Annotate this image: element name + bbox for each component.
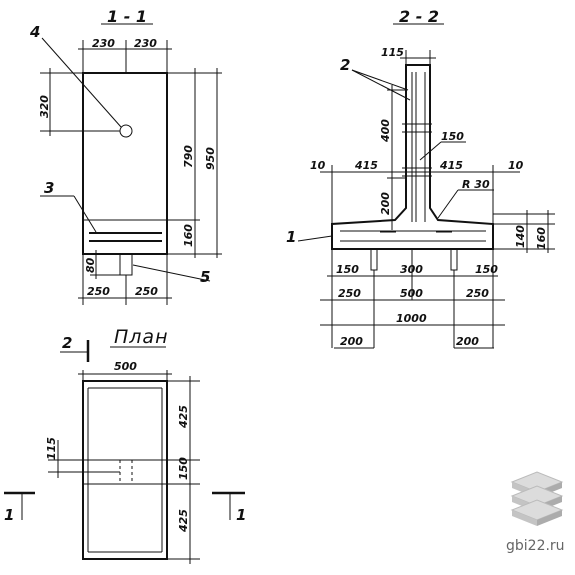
dim-1000: 1000: [396, 312, 427, 325]
dim-10-right: 10: [508, 159, 524, 172]
plan-dim-425-top: 425: [177, 405, 190, 429]
dim-790: 790: [182, 145, 195, 168]
lifting-hole: [119, 124, 133, 138]
dim-415-right: 415: [439, 159, 463, 172]
plan-dim-500: 500: [114, 360, 137, 373]
dim-115: 115: [381, 46, 404, 59]
dim-150-left: 150: [336, 263, 359, 276]
callout-3: 3: [44, 179, 54, 197]
plan-outline: [82, 380, 168, 560]
callout-2: 2: [340, 56, 350, 74]
dim-top-left: 230: [92, 37, 115, 50]
dim-160: 160: [182, 224, 195, 247]
plan-cut-right: 1: [236, 506, 246, 524]
watermark-text: gbi22.ru: [506, 538, 565, 554]
plan-cut-left: 1: [4, 506, 14, 524]
dim-250-left: 250: [338, 287, 361, 300]
plan-dim-150: 150: [177, 457, 190, 480]
section-1-1: 1 - 1 230 230 320 790 950 160: [29, 7, 222, 305]
dim-200-vertical: 200: [379, 192, 392, 215]
dim-500: 500: [400, 287, 423, 300]
dim-150-stem: 150: [441, 130, 464, 143]
section-2-2-title: 2 - 2: [399, 7, 439, 26]
dim-140: 140: [514, 225, 527, 248]
plan-title: План: [114, 326, 169, 348]
dim-160-right: 160: [535, 227, 548, 250]
stacked-slabs-icon: [510, 471, 564, 526]
section-1-1-title: 1 - 1: [107, 7, 147, 26]
plan-section-mark: 2: [62, 334, 72, 352]
callout-4: 4: [29, 23, 40, 41]
dim-400: 400: [379, 119, 392, 143]
dim-200-bottom-left: 200: [340, 335, 363, 348]
callout-1: 1: [286, 228, 296, 246]
dim-80: 80: [84, 257, 97, 273]
dim-top-right: 230: [134, 37, 157, 50]
dim-300: 300: [400, 263, 423, 276]
dim-150-right: 150: [475, 263, 498, 276]
dim-bottom-right: 250: [135, 285, 158, 298]
dim-r30: R 30: [462, 178, 490, 191]
dim-250-right: 250: [466, 287, 489, 300]
dim-950: 950: [204, 147, 217, 170]
dim-10-left: 10: [310, 159, 326, 172]
plan-view: План 2 500 425 150 425 115: [4, 326, 246, 564]
callout-5: 5: [200, 268, 210, 286]
dim-bottom-left: 250: [87, 285, 110, 298]
dim-415-left: 415: [354, 159, 378, 172]
plan-dim-425-bottom: 425: [177, 509, 190, 533]
dim-200-bottom-right: 200: [456, 335, 479, 348]
plan-dim-115: 115: [45, 437, 58, 460]
section-2-2: 2 - 2 115 400 200 150: [286, 7, 555, 349]
watermark: gbi22.ru: [506, 471, 565, 554]
block-elevation: [82, 72, 168, 255]
dim-320: 320: [38, 95, 51, 118]
